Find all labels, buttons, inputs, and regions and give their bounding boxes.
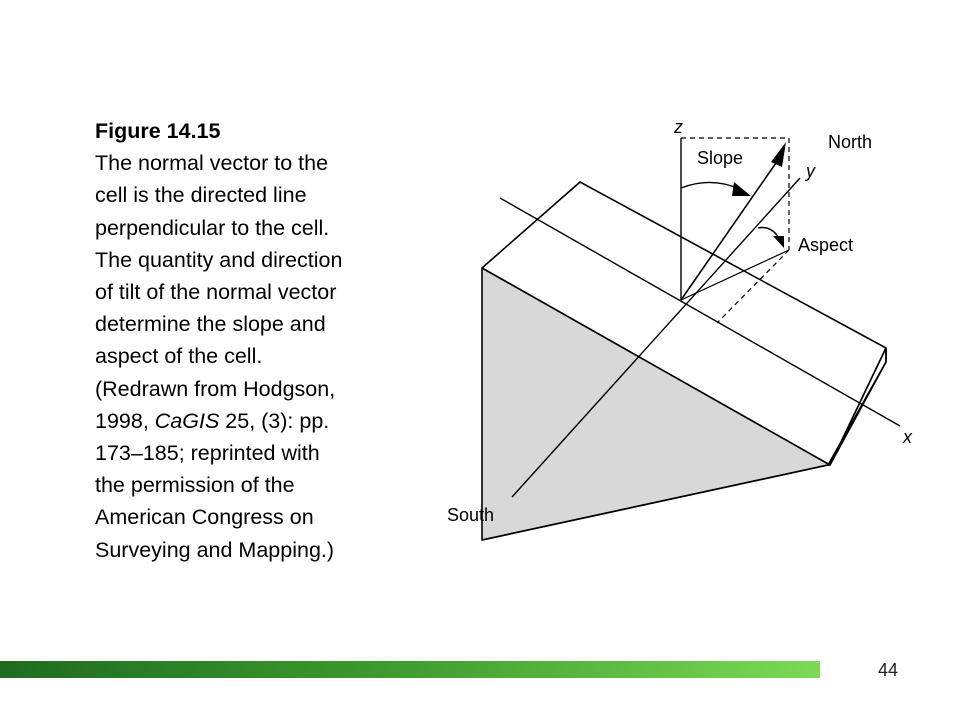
credit-line: (Redrawn from Hodgson,	[95, 376, 336, 401]
slope-arc	[680, 181, 743, 191]
credit-text: 25, (3): pp.	[219, 408, 330, 433]
credit-line: the permission of the	[95, 473, 295, 498]
caption-line: The normal vector to the	[95, 151, 329, 176]
figure-title: Figure 14.15	[95, 119, 221, 143]
caption-line: of tilt of the normal vector	[95, 280, 337, 305]
caption-line: determine the slope and	[95, 312, 326, 337]
journal-name: CaGIS	[154, 408, 220, 433]
label-north: North	[828, 132, 872, 152]
label-aspect: Aspect	[798, 235, 853, 255]
label-slope: Slope	[697, 148, 743, 168]
aspect-projection-line	[680, 249, 790, 301]
side-edge	[827, 361, 887, 466]
caption-line: The quantity and direction	[95, 247, 343, 272]
label-x: x	[902, 427, 913, 447]
credit-line: 1998, CaGIS 25, (3): pp.	[95, 405, 425, 437]
credit-text: 1998,	[95, 408, 155, 433]
credit-line: Surveying and Mapping.)	[95, 537, 335, 562]
label-y: y	[804, 161, 816, 181]
aspect-arc-arrowhead	[773, 236, 784, 248]
credit-line: 173–185; reprinted with	[95, 441, 320, 466]
caption-line: aspect of the cell.	[95, 344, 263, 369]
x-axis	[499, 197, 901, 427]
caption-line: cell is the directed line	[95, 183, 307, 208]
credit-line: American Congress on	[95, 505, 314, 530]
slope-arc-arrowhead	[732, 182, 751, 196]
normal-vector-arrowhead	[771, 142, 786, 167]
caption-line: perpendicular to the cell.	[95, 215, 330, 240]
footer-accent-bar	[0, 661, 820, 678]
projection-box	[681, 137, 790, 324]
bottom-edge	[481, 464, 829, 541]
normal-vector	[680, 159, 779, 301]
page-number: 44	[878, 660, 899, 680]
figure-caption: Figure 14.15 The normal vector to the ce…	[95, 115, 425, 566]
label-z: z	[673, 117, 683, 137]
label-south: South	[447, 505, 494, 525]
y-axis	[511, 177, 801, 498]
